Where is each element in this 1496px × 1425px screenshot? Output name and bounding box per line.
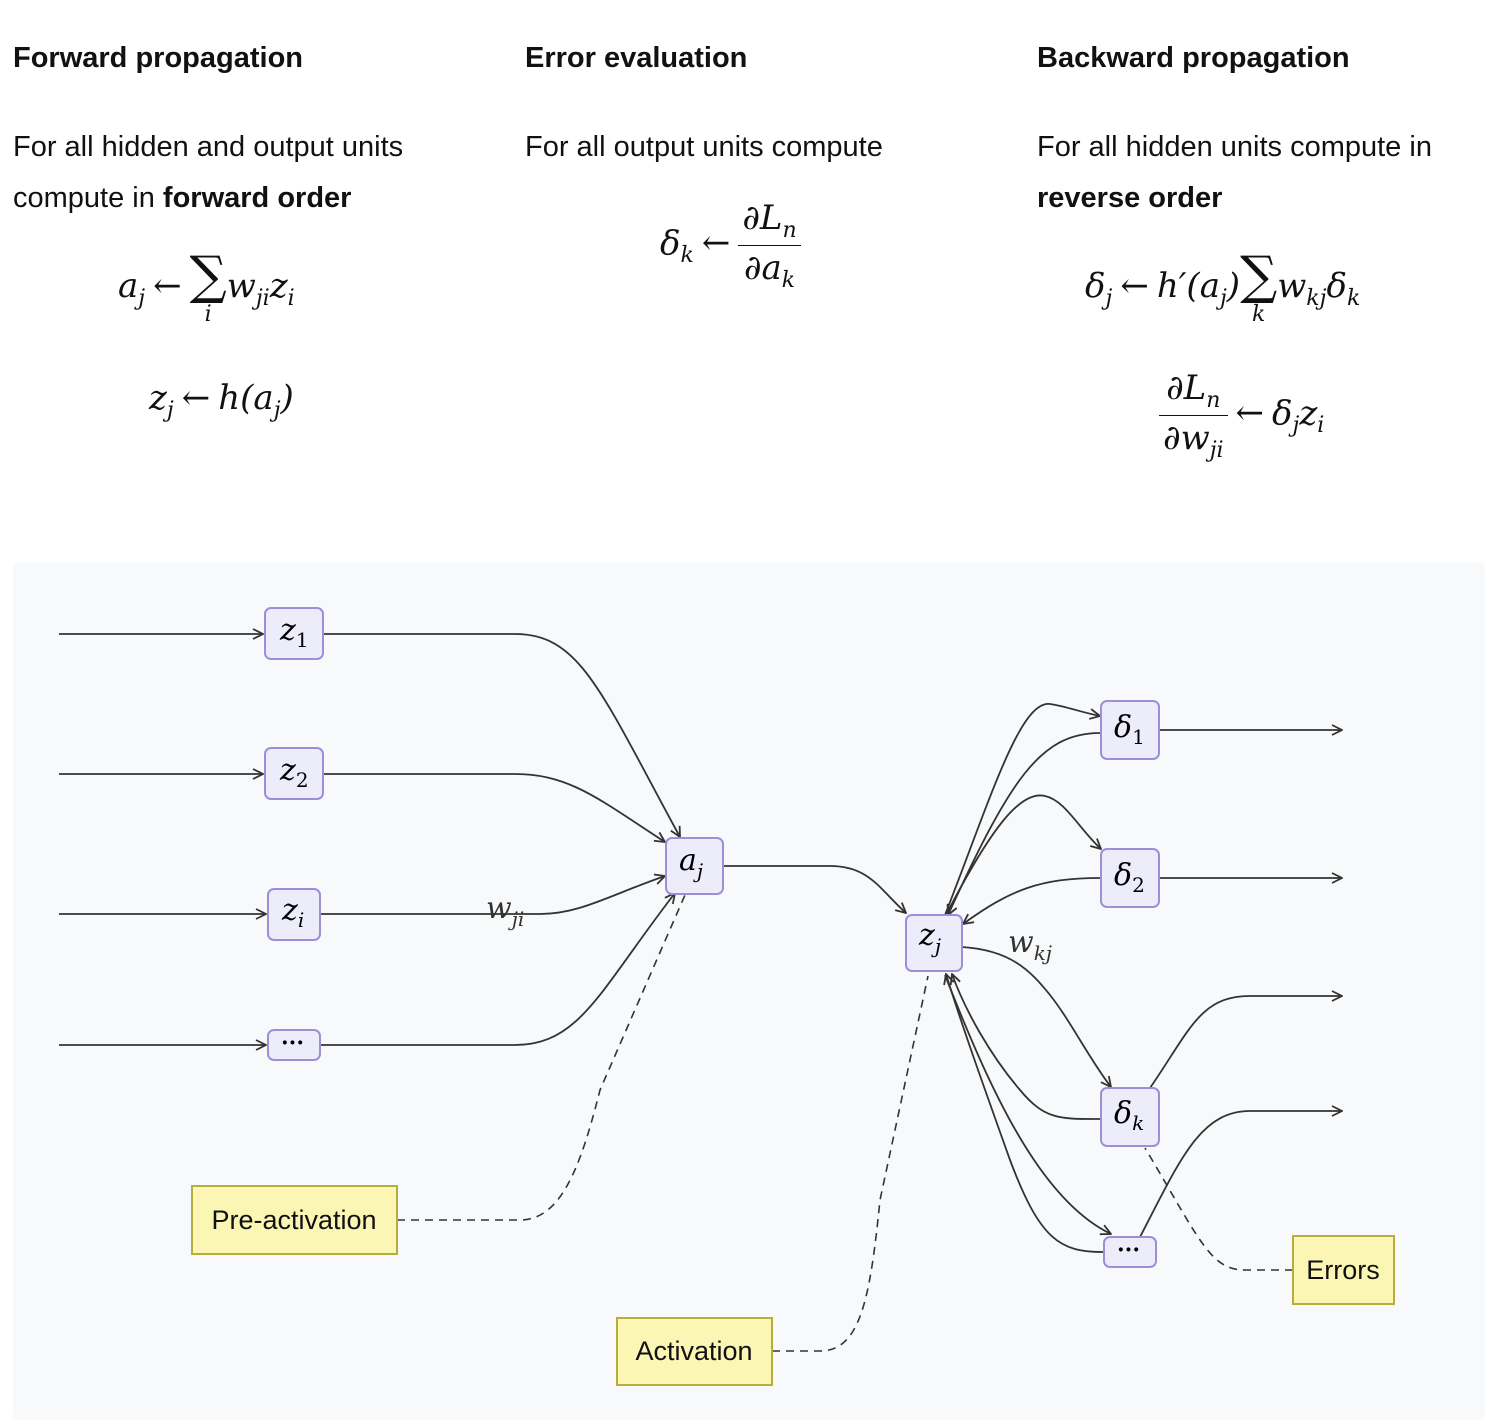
edge-zj-d1 — [944, 703, 1100, 916]
svg-text:···: ··· — [281, 1030, 304, 1056]
edge-d2-zj — [963, 877, 1101, 924]
edge-aj-zj — [724, 865, 906, 913]
edge-zj-ddots — [944, 974, 1111, 1234]
node-z2: z2 — [264, 747, 324, 800]
svg-text:aj: aj — [679, 843, 703, 883]
node-ddots: ··· — [1103, 1236, 1157, 1268]
output-edge-ddots — [1139, 1111, 1342, 1238]
svg-text:zi: zi — [281, 893, 304, 932]
node-zj: zj — [905, 914, 963, 972]
edge-ddots-zj — [946, 974, 1104, 1253]
diagram-canvas: wji wkj z1 z2 zi ··· aj zj δ1 — [59, 607, 1395, 1386]
svg-text:δ1: δ1 — [1114, 710, 1145, 749]
node-d1: δ1 — [1100, 700, 1160, 760]
backprop-diagram: wji wkj z1 z2 zi ··· aj zj δ1 — [13, 562, 1485, 1420]
edge-d1-zj — [948, 732, 1101, 915]
note-preactivation: Pre-activation — [191, 1185, 398, 1255]
edge-zj-d2 — [945, 794, 1101, 916]
backward-propagation-text: For all hidden units compute in reverse … — [1037, 131, 1432, 214]
svg-text:zj: zj — [918, 918, 941, 958]
errors-link — [1144, 1147, 1293, 1271]
error-evaluation-text: For all output units compute — [525, 131, 883, 163]
edge-z2-aj — [324, 773, 665, 842]
note-activation: Activation — [616, 1317, 773, 1386]
output-edge-dk — [1149, 996, 1342, 1089]
svg-text:z1: z1 — [279, 613, 309, 652]
note-errors: Errors — [1292, 1235, 1395, 1305]
backward-eq-gradient: ∂Ln∂wji←δjzi — [1159, 368, 1324, 463]
edge-zi-aj — [321, 876, 665, 915]
node-d2: δ2 — [1100, 848, 1160, 908]
edge-zj-dk — [961, 946, 1111, 1087]
node-aj: aj — [665, 837, 724, 895]
svg-text:Pre-activation: Pre-activation — [211, 1205, 376, 1235]
forward-eq-activation: zj←h(aj) — [149, 378, 294, 423]
svg-text:z2: z2 — [279, 753, 309, 792]
error-evaluation-title: Error evaluation — [525, 42, 748, 74]
edge-label-wkj: wkj — [1008, 925, 1052, 965]
svg-text:···: ··· — [1117, 1237, 1140, 1263]
activation-link — [772, 975, 929, 1352]
edge-zdots-aj — [321, 893, 675, 1046]
edge-z1-aj — [324, 633, 680, 837]
backward-propagation-title: Backward propagation — [1037, 42, 1350, 74]
node-zi: zi — [267, 888, 321, 941]
error-eq: δk←∂Ln∂ak — [660, 198, 801, 293]
svg-text:Errors: Errors — [1306, 1255, 1380, 1285]
forward-propagation-title: Forward propagation — [13, 42, 303, 74]
edge-dk-zj — [952, 974, 1101, 1120]
node-dk: δk — [1100, 1087, 1160, 1147]
edge-label-wji: wji — [486, 891, 524, 931]
svg-text:Activation: Activation — [635, 1336, 752, 1366]
svg-text:δk: δk — [1114, 1096, 1144, 1135]
svg-text:δ2: δ2 — [1114, 858, 1145, 897]
node-zdots: ··· — [267, 1029, 321, 1061]
preactivation-link — [397, 894, 686, 1221]
node-z1: z1 — [264, 607, 324, 660]
forward-propagation-text: For all hidden and output units compute … — [13, 131, 404, 214]
